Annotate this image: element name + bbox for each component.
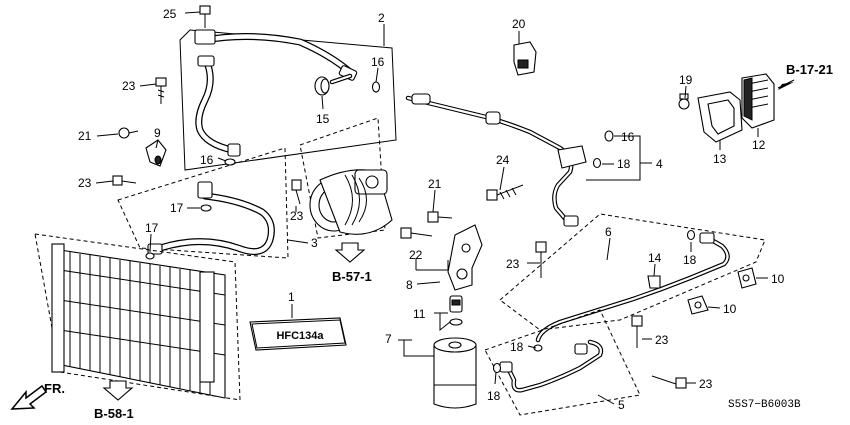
callout-23f: 23 [699,377,713,391]
o-ring-16b [224,158,236,166]
bolt-22 [400,227,433,239]
bolt-23e [631,315,643,348]
callout-1: 1 [288,290,295,304]
bolt-23d [535,241,547,278]
o-ring-17b [145,252,155,260]
bolt-23f [651,375,687,389]
reference-b58-1-text: B-58-1 [94,406,134,421]
callout-23c: 23 [290,209,304,223]
suction-hose [117,147,289,259]
bolt-23a [155,77,167,104]
callout-6: 6 [605,225,612,239]
condenser-fins [59,252,226,395]
callout-14: 14 [648,251,662,265]
callout-numbers: 25 2 20 23 16 15 21 9 16 23 17 23 3 17 2… [78,7,785,412]
o-ring-16a [371,81,381,93]
bolt-21b [427,211,453,223]
compressor [299,117,393,239]
callout-23a: 23 [122,79,136,93]
liquid-pipe-6 [499,213,766,343]
bolt-25 [199,5,211,28]
callout-16c: 16 [621,130,635,144]
o-ring-17a [200,204,212,212]
callout-21b: 21 [428,177,442,191]
clip-20 [513,41,537,76]
front-label: FR. [44,381,65,396]
bolt-23b [112,175,137,186]
callout-23d: 23 [506,257,520,271]
bolt-21a [118,127,139,139]
callout-3: 3 [311,236,318,250]
callout-5: 5 [618,398,625,412]
condenser [34,233,241,401]
callout-21a: 21 [78,129,92,143]
o-ring-18a [592,157,602,169]
bolt-24 [486,184,524,201]
callout-23b: 23 [78,176,92,190]
receiver-dryer [433,337,477,409]
front-direction-indicator: FR. [10,381,65,410]
pressure-switch-11 [449,295,463,326]
clamp-9 [145,139,167,167]
reference-b17-21-text: B-17-21 [786,62,833,77]
clamp-10b [687,295,709,315]
leader-lines [95,11,795,405]
callout-12: 12 [752,138,766,152]
callout-17b: 17 [145,221,159,235]
clip-14 [647,275,661,289]
callout-20: 20 [512,17,526,31]
callout-4: 4 [656,157,663,171]
callout-11: 11 [413,307,426,321]
reference-b57-1-text: B-57-1 [332,269,372,284]
callout-7: 7 [385,332,392,346]
callout-10b: 10 [723,302,737,316]
callout-24: 24 [496,153,510,167]
callout-19: 19 [679,73,693,87]
reference-b58-1: B-58-1 [94,380,134,421]
seal-12 [741,73,775,129]
drawing-code: S5S7−B6003B [728,399,801,411]
hose-2-group-frame [179,29,397,171]
clamp-10a [737,267,757,289]
callout-9: 9 [154,126,161,140]
callout-18d: 18 [487,389,501,403]
bracket-8 [447,224,483,291]
o-ring-16c [604,130,614,142]
discharge-hose [194,29,358,157]
o-ring-18b [686,229,696,241]
label-plate-text: HFC134a [276,330,324,342]
plug-15 [314,73,353,96]
callout-15: 15 [316,112,330,126]
front-arrow-icon [10,384,48,410]
reference-b17-21: B-17-21 [778,62,833,90]
o-ring-18d [492,362,502,374]
liquid-pipe-5 [484,309,641,416]
callout-22: 22 [409,248,423,262]
reference-b57-1: B-57-1 [332,242,372,284]
callout-10a: 10 [771,272,785,286]
bolt-19 [678,93,690,110]
suction-pipe [405,93,587,227]
callout-17a: 17 [170,201,184,215]
callout-23e: 23 [655,333,669,347]
callout-18c: 18 [510,340,524,354]
callout-18b: 18 [683,253,697,267]
callout-25: 25 [163,7,177,21]
callout-16b: 16 [200,153,214,167]
callout-2: 2 [378,11,385,25]
callout-8: 8 [406,278,413,292]
seal-13 [697,91,743,143]
callout-16a: 16 [371,55,385,69]
refrigerant-label: HFC134a [249,317,347,351]
bolt-23c [291,179,302,205]
callout-13: 13 [713,152,727,166]
callout-18a: 18 [617,157,631,171]
